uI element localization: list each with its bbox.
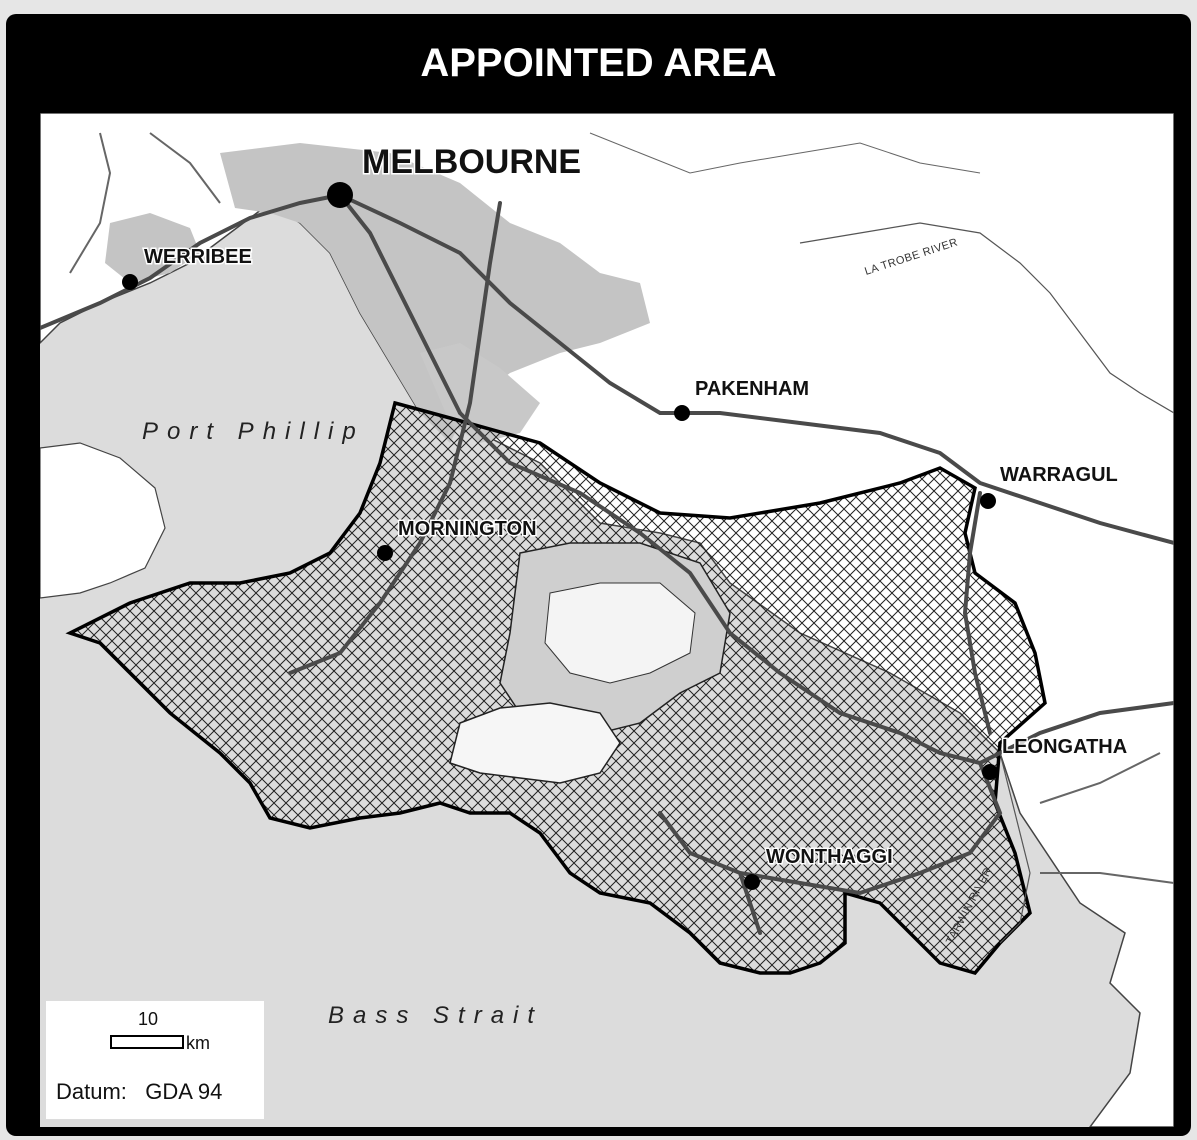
town-melbourne: MELBOURNE: [327, 142, 583, 208]
bellarine-land: [40, 442, 166, 599]
creek-north: [589, 132, 981, 174]
datum-value: GDA 94: [145, 1079, 223, 1104]
town-leongatha: LEONGATHA: [982, 735, 1129, 780]
pakenham-marker: [674, 405, 690, 421]
urban-area-werribee: [105, 213, 200, 283]
mornington-label: MORNINGTON: [398, 518, 537, 540]
town-pakenham: PAKENHAM: [674, 377, 811, 421]
melbourne-marker: [327, 182, 353, 208]
phillip-island: [449, 702, 621, 784]
scale-legend: 10 km Datum: GDA 94: [46, 1001, 264, 1119]
town-werribee: WERRIBEE: [122, 245, 253, 290]
port-phillip-label: Port Phillip: [142, 418, 365, 445]
urban-area-melbourne: [220, 143, 650, 443]
warragul-label: WARRAGUL: [1000, 464, 1118, 486]
map-title: APPOINTED AREA: [420, 41, 777, 85]
werribee-label: WERRIBEE: [144, 246, 252, 268]
bass-strait-label: Bass Strait: [328, 1002, 543, 1029]
roads: [40, 193, 1174, 935]
title-bar: APPOINTED AREA: [6, 14, 1191, 113]
tarwin-river: [999, 752, 1031, 944]
town-warragul: WARRAGUL: [980, 463, 1119, 509]
leongatha-label: LEONGATHA: [1002, 736, 1127, 758]
town-mornington: MORNINGTON: [377, 517, 538, 561]
scale-bar: [110, 1035, 184, 1049]
leongatha-marker: [982, 764, 998, 780]
map-frame: APPOINTED AREA: [6, 14, 1191, 1136]
datum-text: Datum: GDA 94: [56, 1079, 222, 1105]
melbourne-label: MELBOURNE: [362, 143, 581, 181]
wonthaggi-marker: [744, 874, 760, 890]
datum-label: Datum:: [56, 1079, 127, 1104]
scale-value: 10: [138, 1009, 159, 1029]
werribee-marker: [122, 274, 138, 290]
map-panel: MELBOURNE WERRIBEE PAKENHAM WARRAGUL MOR…: [40, 113, 1174, 1127]
minor-roads: [69, 132, 1174, 884]
scale-unit: km: [186, 1033, 210, 1053]
la-trobe-river: [799, 222, 1174, 414]
town-wonthaggi: WONTHAGGI: [744, 845, 894, 890]
warragul-marker: [980, 493, 996, 509]
french-island: [544, 582, 696, 684]
mornington-marker: [377, 545, 393, 561]
pakenham-label: PAKENHAM: [695, 378, 809, 400]
wonthaggi-label: WONTHAGGI: [766, 846, 893, 868]
map-canvas: MELBOURNE WERRIBEE PAKENHAM WARRAGUL MOR…: [40, 113, 1174, 1127]
